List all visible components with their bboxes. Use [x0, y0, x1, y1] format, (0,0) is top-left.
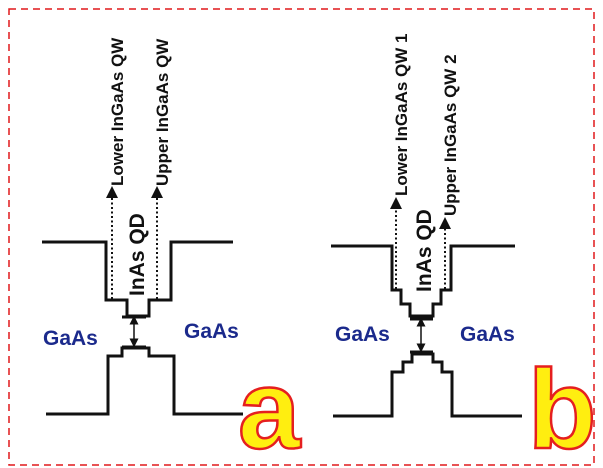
panel-b-gaas-right-label: GaAs — [460, 323, 515, 346]
panel-b: GaAs GaAs InAs QD Lower InGaAs QW 1 Uppe… — [331, 34, 598, 468]
panel-b-upper-qw-label: Upper InGaAs QW 2 — [441, 54, 460, 216]
panel-a: GaAs GaAs InAs QD Lower InGaAs QW Upper … — [42, 37, 302, 468]
panel-b-conduction-band — [331, 244, 515, 318]
panel-b-lower-qw-label: Lower InGaAs QW 1 — [392, 34, 411, 196]
panel-a-upper-qw-label: Upper InGaAs QW — [153, 38, 172, 186]
dashed-frame — [8, 8, 595, 466]
panel-a-inas-qd-label: InAs QD — [126, 213, 149, 296]
panel-a-valence-band — [46, 346, 243, 416]
panel-a-gaas-left-label: GaAs — [43, 327, 98, 350]
panel-b-valence-band — [333, 352, 522, 418]
panel-b-gaas-left-label: GaAs — [335, 323, 390, 346]
panel-a-gaas-right-label: GaAs — [184, 320, 239, 343]
panel-a-lower-qw-label: Lower InGaAs QW — [108, 37, 127, 186]
panel-b-inas-qd-label: InAs QD — [413, 209, 436, 292]
panel-a-letter: a — [238, 347, 301, 468]
panel-b-letter: b — [528, 347, 596, 468]
